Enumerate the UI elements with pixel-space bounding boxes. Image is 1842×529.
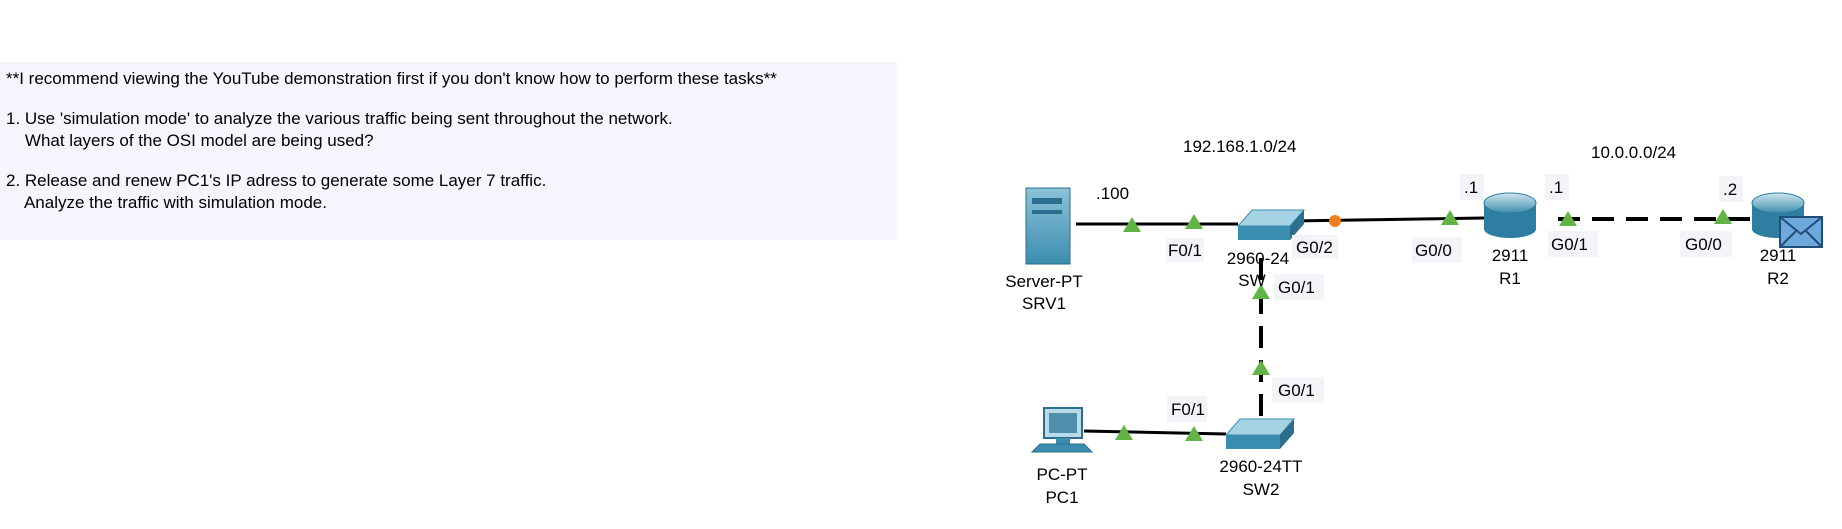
pc-pc1[interactable] (1030, 407, 1094, 453)
label-background (1412, 237, 1462, 263)
instruction-task-1-detail: What layers of the OSI model are being u… (6, 131, 374, 150)
r1-g01-ip-label: .1 (1549, 178, 1563, 197)
link-status-up-icon (1185, 426, 1203, 441)
sw2-model-label: 2960-24TT (1219, 457, 1302, 476)
r2-g00-ip-label: .2 (1723, 180, 1737, 199)
sw2-f01-label: F0/1 (1171, 400, 1205, 419)
srv1-name-label: SRV1 (1022, 294, 1066, 313)
pc1-model-label: PC-PT (1037, 465, 1088, 484)
envelope-fold (1779, 230, 1797, 248)
sw-g01-label: G0/1 (1278, 278, 1315, 297)
label-background (1545, 174, 1569, 200)
label-background (1274, 274, 1324, 300)
pc-keyboard (1030, 443, 1094, 453)
pdu-envelope-icon[interactable] (1779, 216, 1823, 248)
envelope-fold (1805, 230, 1823, 248)
switch-body (1238, 226, 1290, 240)
link-status-up-icon (1252, 284, 1270, 299)
link-status-pending-icon (1329, 215, 1341, 227)
label-background (1167, 396, 1207, 422)
sw2-name-label: SW2 (1243, 480, 1280, 499)
sw-model-label: 2960-24 (1227, 249, 1289, 268)
r2-model-label: 2911 (1760, 246, 1797, 265)
network-label-lan: 192.168.1.0/24 (1183, 137, 1296, 156)
switch-body (1226, 435, 1280, 449)
link-pc1-sw2[interactable] (1083, 429, 1227, 436)
pc-screen (1049, 413, 1077, 433)
link-status-up-icon (1441, 210, 1459, 225)
link-status-up-icon (1123, 217, 1141, 232)
label-background (1292, 235, 1338, 259)
r1-model-label: 2911 (1492, 246, 1529, 265)
srv1-ip-label: .100 (1096, 184, 1129, 203)
server-drive-bay (1032, 210, 1062, 214)
instruction-task-1: 1. Use 'simulation mode' to analyze the … (6, 109, 673, 128)
router-icon (1483, 192, 1537, 214)
instruction-intro: **I recommend viewing the YouTube demons… (6, 69, 777, 88)
r2-name-label: R2 (1767, 269, 1789, 288)
link-status-up-icon (1714, 209, 1732, 224)
sw-f01-label: F0/1 (1168, 241, 1202, 260)
server-srv1[interactable] (1025, 187, 1071, 265)
label-background (1272, 377, 1324, 403)
link-status-up-icon (1252, 360, 1270, 375)
r1-name-label: R1 (1499, 269, 1521, 288)
label-background (1166, 238, 1204, 262)
switch-sw[interactable] (1236, 209, 1306, 240)
r1-g00-label: G0/0 (1415, 241, 1452, 260)
label-background (1548, 231, 1598, 257)
router-icon (1751, 192, 1805, 214)
label-background (1719, 176, 1743, 202)
envelope-flap (1779, 216, 1823, 236)
network-label-wan: 10.0.0.0/24 (1591, 143, 1676, 162)
server-drive-bay (1032, 198, 1062, 204)
r2-g00-label: G0/0 (1685, 235, 1722, 254)
link-status-up-icon (1115, 425, 1133, 440)
sw-name-label: SW (1238, 271, 1265, 290)
switch-side (1290, 210, 1304, 240)
sw-g02-label: G0/2 (1296, 238, 1333, 257)
router-r1[interactable] (1483, 192, 1537, 238)
srv1-model-label: Server-PT (1005, 272, 1082, 291)
instructions-panel: **I recommend viewing the YouTube demons… (0, 62, 897, 240)
sw2-g01-label: G0/1 (1278, 381, 1315, 400)
switch-side (1280, 419, 1294, 449)
router-base (1484, 220, 1536, 238)
instruction-task-2-detail: Analyze the traffic with simulation mode… (6, 193, 327, 212)
r1-g01-label: G0/1 (1551, 235, 1588, 254)
r1-g00-ip-label: .1 (1464, 178, 1478, 197)
label-background (1680, 231, 1732, 257)
link-status-up-icon (1185, 214, 1203, 229)
switch-sw2[interactable] (1224, 418, 1296, 449)
pc1-name-label: PC1 (1045, 488, 1078, 507)
instruction-task-2: 2. Release and renew PC1's IP adress to … (6, 171, 547, 190)
pc-stand (1056, 438, 1070, 444)
label-background (1460, 174, 1484, 200)
link-status-up-icon (1559, 211, 1577, 226)
